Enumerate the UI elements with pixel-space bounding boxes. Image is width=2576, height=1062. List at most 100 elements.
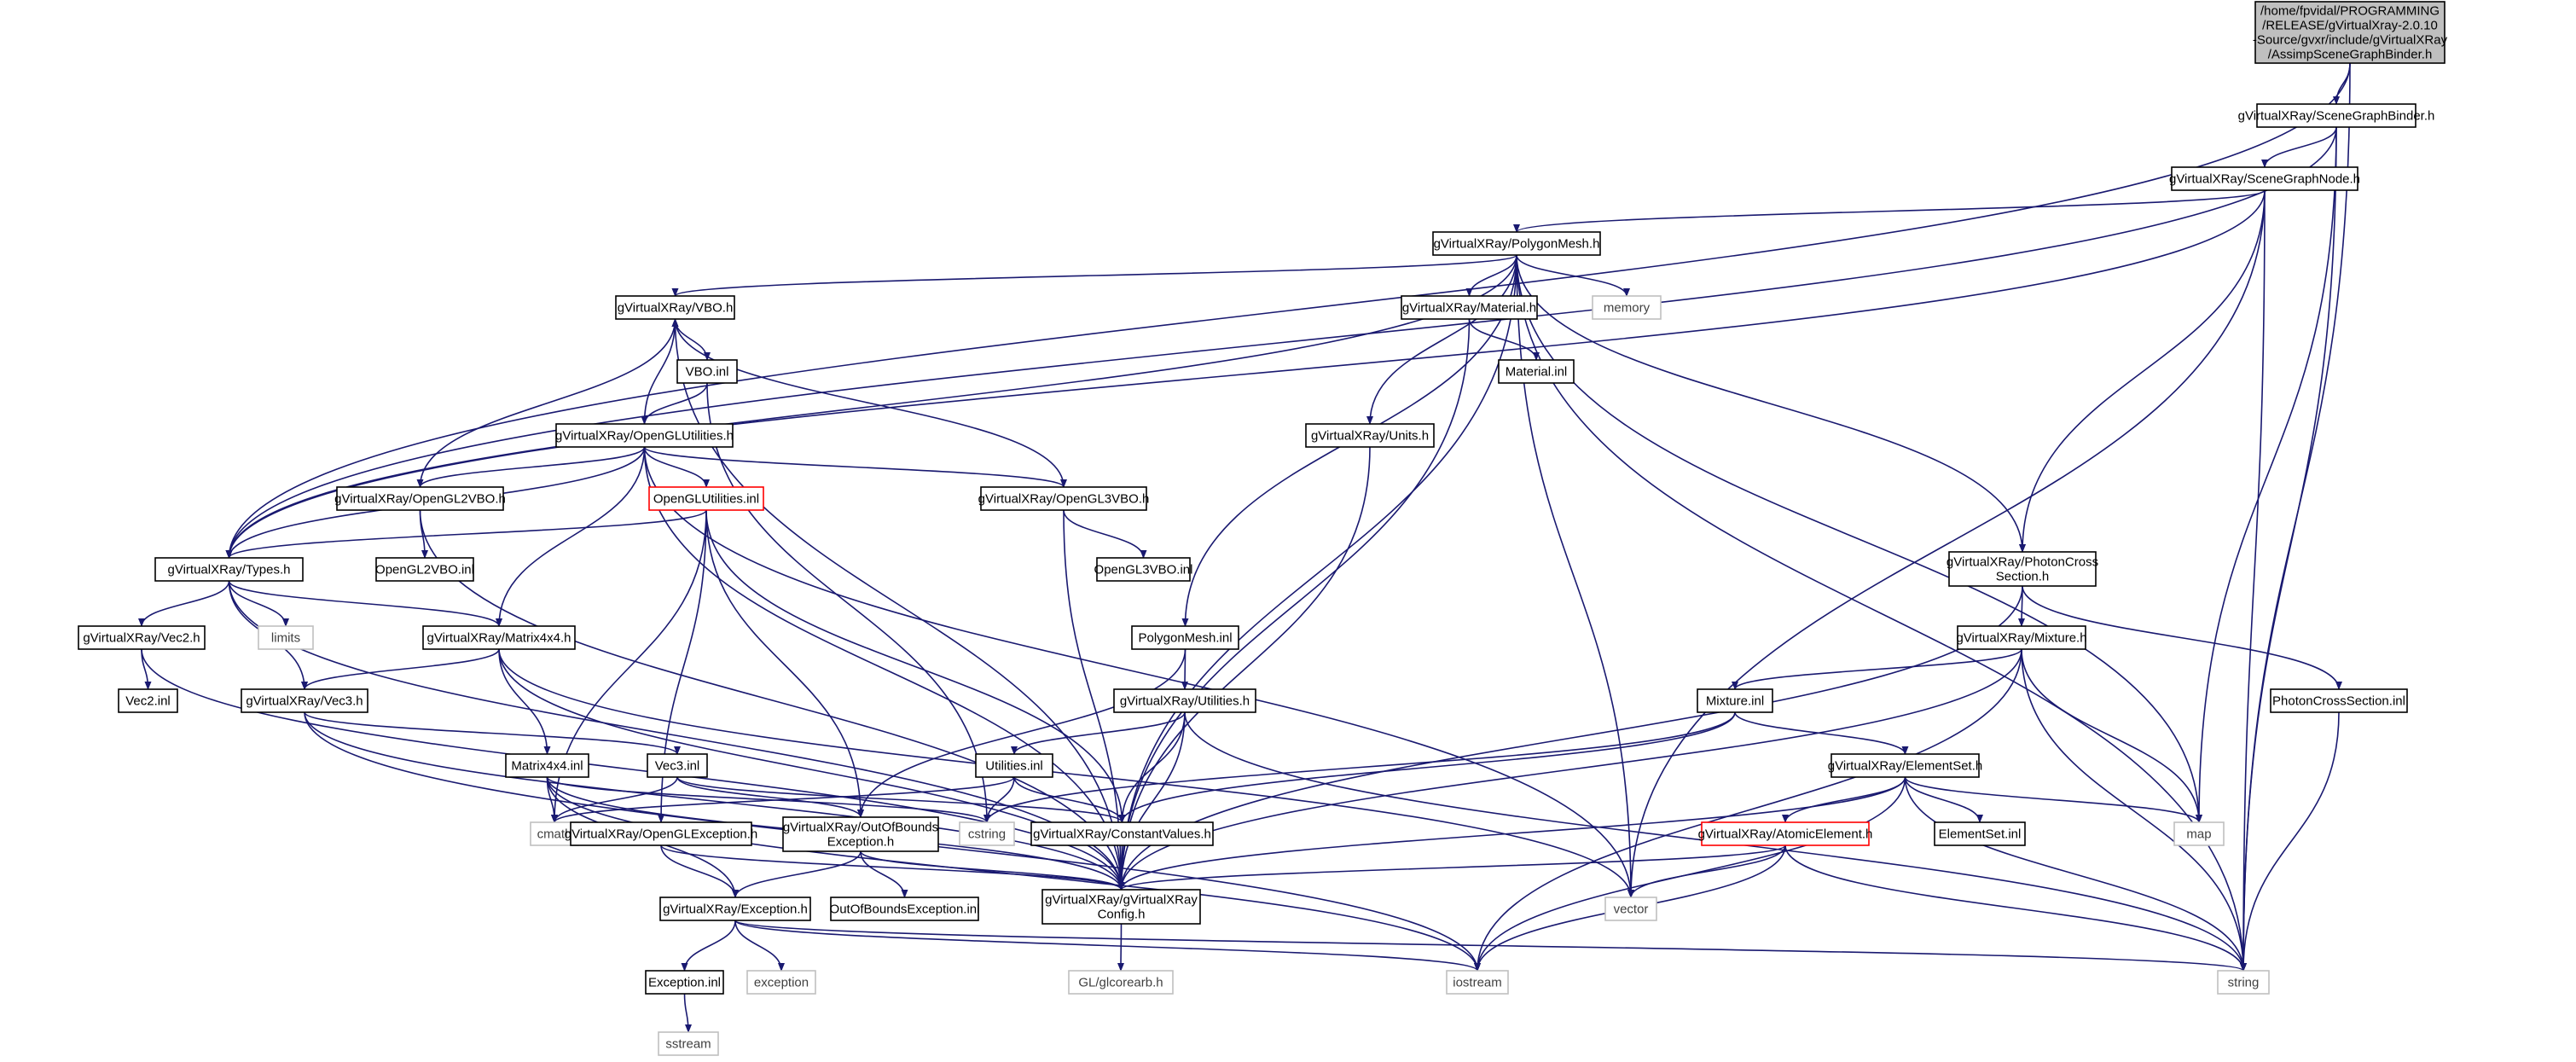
file-node[interactable]: gVirtualXRay/OpenGLException.h xyxy=(565,821,758,846)
file-node-label: Config.h xyxy=(1098,908,1146,922)
file-node-label: gVirtualXRay/Exception.h xyxy=(663,902,808,917)
file-node-label: gVirtualXRay/Vec2.h xyxy=(83,631,200,646)
file-node[interactable]: gVirtualXRay/Vec3.h xyxy=(241,688,368,713)
file-node[interactable]: Vec2.inl xyxy=(118,688,178,713)
file-nodes: /home/fpvidal/PROGRAMMING/RELEASE/gVirtu… xyxy=(78,1,2448,1056)
include-edge xyxy=(1516,254,1630,297)
file-node[interactable]: gVirtualXRay/ElementSet.h xyxy=(1828,753,1983,778)
file-node[interactable]: gVirtualXRay/OpenGL2VBO.h xyxy=(334,486,506,511)
include-edge xyxy=(2261,126,2337,168)
file-node-box xyxy=(659,897,811,921)
include-edge xyxy=(734,920,785,972)
include-edge xyxy=(641,382,708,425)
file-node-box xyxy=(1041,889,1201,925)
file-node[interactable]: gVirtualXRay/VBO.h xyxy=(615,295,735,320)
file-node[interactable]: PhotonCrossSection.inl xyxy=(2270,688,2408,713)
file-node-label: vector xyxy=(1614,902,1649,917)
include-edge xyxy=(498,648,551,755)
file-node[interactable]: gVirtualXRay/Exception.h xyxy=(659,897,811,921)
file-node[interactable]: gVirtualXRay/OpenGL3VBO.h xyxy=(978,486,1150,511)
include-edge xyxy=(1117,254,1517,891)
file-node[interactable]: gVirtualXRay/Types.h xyxy=(154,557,304,582)
include-edge xyxy=(1732,648,2022,690)
file-node[interactable]: Exception.inl xyxy=(645,970,724,995)
file-node-box xyxy=(746,970,816,995)
file-node-label: string xyxy=(2228,976,2260,990)
include-edge xyxy=(706,382,990,823)
include-edge xyxy=(225,254,1517,559)
file-node[interactable]: ElementSet.inl xyxy=(1934,821,2026,846)
include-edge xyxy=(551,776,678,823)
include-edge xyxy=(1513,189,2266,233)
file-node[interactable]: OpenGL2VBO.inl xyxy=(375,557,474,582)
file-node[interactable]: gVirtualXRay/Mixture.h xyxy=(1956,625,2087,650)
file-node[interactable]: Material.inl xyxy=(1498,359,1575,384)
file-node[interactable]: gVirtualXRay/SceneGraphNode.h xyxy=(2169,166,2360,191)
include-edge xyxy=(676,776,1126,823)
file-node[interactable]: gVirtualXRay/Matrix4x4.h xyxy=(422,625,576,650)
file-node[interactable]: gVirtualXRay/Material.h xyxy=(1401,295,1538,320)
file-node-box xyxy=(1401,295,1538,320)
file-node: exception xyxy=(746,970,816,995)
include-edge xyxy=(2240,189,2266,972)
file-node[interactable]: OutOfBoundsException.inl xyxy=(830,897,980,921)
include-edge xyxy=(671,318,1065,488)
file-node-box xyxy=(1604,897,1657,921)
file-node-label: gVirtualXRay/PhotonCross xyxy=(1947,555,2098,570)
file-node-box xyxy=(1446,970,1509,995)
file-node-label: OpenGL3VBO.inl xyxy=(1094,563,1193,577)
include-edge xyxy=(1465,254,1517,297)
file-node-box xyxy=(570,821,752,846)
file-node-box xyxy=(1498,359,1575,384)
file-node[interactable]: gVirtualXRay/OpenGLUtilities.h xyxy=(555,423,734,448)
file-node[interactable]: OpenGL3VBO.inl xyxy=(1094,557,1193,582)
file-node: string xyxy=(2217,970,2270,995)
file-node-label: Matrix4x4.inl xyxy=(511,759,583,774)
file-node-box xyxy=(375,557,474,582)
file-node-box xyxy=(1113,688,1256,713)
file-node[interactable]: Mixture.inl xyxy=(1697,688,1773,713)
file-node-label: Material.inl xyxy=(1506,365,1568,380)
file-node[interactable]: gVirtualXRay/AtomicElement.h xyxy=(1698,821,1873,846)
include-edge xyxy=(1366,254,1517,425)
file-node[interactable]: gVirtualXRay/ConstantValues.h xyxy=(1030,821,1214,846)
include-edge xyxy=(660,844,1125,891)
include-edge xyxy=(1784,844,2247,972)
file-node-box xyxy=(1432,231,1601,256)
file-node[interactable]: OpenGLUtilities.inl xyxy=(648,486,764,511)
file-node[interactable]: PolygonMesh.inl xyxy=(1131,625,1239,650)
file-node[interactable]: Utilities.inl xyxy=(975,753,1053,778)
file-node[interactable]: gVirtualXRay/OutOfBoundsException.h xyxy=(782,816,939,852)
file-node: cstring xyxy=(959,821,1015,846)
file-node-label: gVirtualXRay/ElementSet.h xyxy=(1828,759,1983,774)
include-edge xyxy=(496,446,646,627)
file-node-label: gVirtualXRay/PolygonMesh.h xyxy=(1434,237,1600,252)
file-node-label: gVirtualXRay/Types.h xyxy=(168,563,291,577)
file-node[interactable]: VBO.inl xyxy=(676,359,738,384)
file-node[interactable]: gVirtualXRay/PhotonCrossSection.h xyxy=(1947,551,2098,587)
file-node[interactable]: Matrix4x4.inl xyxy=(505,753,589,778)
include-edge xyxy=(1117,446,1371,891)
file-node[interactable]: /home/fpvidal/PROGRAMMING/RELEASE/gVirtu… xyxy=(2253,1,2448,64)
file-node-label: gVirtualXRay/gVirtualXRay xyxy=(1045,893,1198,908)
file-node-box xyxy=(1701,821,1870,846)
file-node-box xyxy=(830,897,979,921)
file-node[interactable]: gVirtualXRay/Utilities.h xyxy=(1113,688,1256,713)
file-node-box xyxy=(336,486,504,511)
file-node: map xyxy=(2173,821,2225,846)
file-node[interactable]: gVirtualXRay/PolygonMesh.h xyxy=(1432,231,1601,256)
file-node[interactable]: gVirtualXRay/SceneGraphBinder.h xyxy=(2238,103,2435,128)
file-node[interactable]: Vec3.inl xyxy=(647,753,708,778)
file-node-label: exception xyxy=(754,976,809,990)
file-node[interactable]: gVirtualXRay/Vec2.h xyxy=(78,625,206,650)
include-edge xyxy=(1013,776,1126,823)
include-edge xyxy=(551,776,1015,823)
include-edge xyxy=(734,920,1481,972)
file-node[interactable]: gVirtualXRay/Units.h xyxy=(1305,423,1435,448)
include-edge xyxy=(228,580,502,627)
include-edge xyxy=(705,509,1126,823)
include-edge xyxy=(1904,776,1983,823)
include-edge xyxy=(983,711,1736,823)
include-edge xyxy=(643,446,1067,488)
